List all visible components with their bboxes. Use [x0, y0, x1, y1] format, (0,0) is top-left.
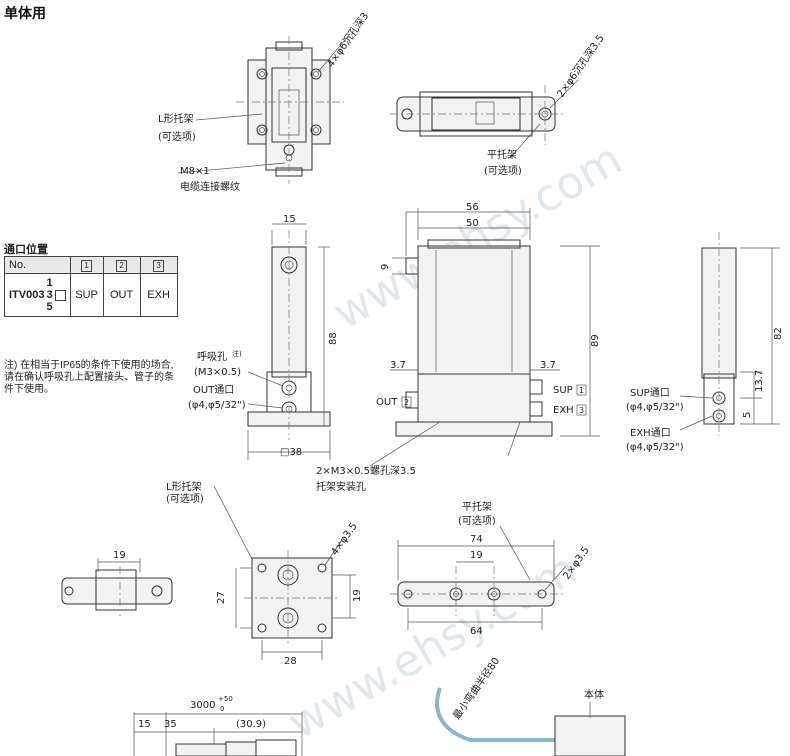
front-overall-width: 56: [466, 202, 479, 213]
front-left-margin: 3.7: [390, 360, 406, 371]
top-right-view: [390, 79, 579, 145]
breath-hole-note: 注): [232, 349, 242, 358]
out-no-box: [401, 396, 412, 408]
ip65-note: 注) 在相当于IP65的条件下使用的场合, 请在确认呼吸孔上配置接头、管子的条件…: [4, 360, 174, 395]
flat-bracket-bottom-dim: 64: [470, 626, 483, 637]
flat-bracket-top: [390, 540, 567, 630]
l-bracket-width: 28: [284, 656, 297, 667]
top-front-hole-callout: 4×φ6沉孔深3: [324, 10, 371, 70]
front-body-width: 50: [466, 218, 479, 229]
flat-bracket-overall: 74: [470, 534, 483, 545]
right-view: [679, 232, 780, 436]
port-table-model-cell: ITV003 1 3 5: [4, 273, 71, 317]
top-front-view: [236, 33, 351, 184]
l-bracket-side-dim: 19: [113, 550, 126, 561]
side-height-dim: 88: [328, 332, 339, 345]
port-table-header-3: 3: [153, 259, 165, 272]
out-no: 2: [404, 398, 409, 407]
cable-bend-radius: 最小弯曲半径80: [450, 655, 502, 722]
front-view: [369, 208, 600, 467]
l-bracket-optional: (可选项): [158, 130, 196, 143]
port-table-header-1: 1: [81, 259, 93, 272]
cable-tol-lower: 0: [220, 705, 224, 713]
port-table-exh: EXH: [139, 273, 178, 317]
right-height: 82: [773, 327, 784, 340]
side-base-dim: □38: [280, 447, 302, 458]
port-table-suffix-1: 1: [46, 277, 53, 289]
sup-label: SUP: [553, 385, 573, 396]
mount-desc: 托架安装孔: [316, 480, 366, 493]
port-table-sup: SUP: [69, 273, 104, 317]
sup-port-size: (φ4,φ5/32"): [626, 402, 684, 413]
flat-bracket-bottom-label: 平托架: [462, 500, 492, 513]
port-table-suffix-5: 5: [46, 301, 53, 313]
exh-port-size: (φ4,φ5/32"): [626, 442, 684, 453]
exh-label: EXH: [553, 405, 574, 416]
thread-desc: 电缆连接螺纹: [180, 180, 240, 193]
port-table-suffix-3: 3: [46, 289, 53, 301]
cable-tol-upper: +50: [218, 695, 233, 703]
out-port-label: OUT通口: [193, 384, 234, 396]
out-port-size: (φ4,φ5/32"): [188, 400, 246, 411]
sup-no: 1: [579, 386, 584, 395]
cable-d3: (30.9): [236, 719, 266, 730]
thread-label: M8×1: [180, 166, 210, 177]
l-bracket-bottom-optional: (可选项): [166, 492, 204, 505]
flat-bracket-label: 平托架: [487, 148, 517, 161]
l-bracket-holes: 4×φ3.5: [329, 521, 359, 558]
side-view: [247, 223, 331, 460]
port-table-header-no: No.: [4, 256, 71, 274]
l-bracket-label: L形托架: [158, 112, 194, 125]
flat-bracket-pitch: 19: [470, 550, 483, 561]
breath-hole-thread: (M3×0.5): [194, 367, 241, 378]
out-label: OUT: [376, 397, 398, 408]
port-table-model-box: [54, 289, 66, 301]
cable-body-label: 本体: [584, 688, 604, 701]
front-height: 89: [590, 334, 601, 347]
side-width-dim: 15: [283, 214, 296, 225]
exh-no: 3: [579, 406, 584, 415]
l-bracket-top: [235, 539, 356, 660]
right-dim1: 13.7: [754, 370, 765, 392]
top-right-hole-callout: 2×φ6沉孔深3.5: [554, 32, 607, 100]
mount-holes: 2×M3×0.5螺孔深3.5: [316, 465, 416, 477]
right-dim2: 5: [742, 412, 753, 418]
port-table-model: ITV003: [9, 289, 45, 301]
port-table: No. 1 2 3 ITV003 1 3 5 SUP OUT EXH: [4, 256, 178, 317]
port-table-header-2: 2: [116, 259, 128, 272]
cable-length: 3000: [190, 700, 215, 711]
l-bracket-height: 27: [216, 591, 227, 604]
l-bracket-height2: 19: [352, 589, 363, 602]
sup-no-box: [576, 384, 587, 396]
cable-d2: 35: [164, 719, 177, 730]
front-right-margin: 3.7: [540, 360, 556, 371]
page-title: 单体用: [4, 5, 46, 22]
front-offset: 9: [380, 264, 391, 270]
sup-port-label: SUP通口: [630, 387, 670, 399]
l-bracket-side: [61, 558, 173, 616]
exh-port-label: EXH通口: [630, 427, 671, 439]
port-table-title: 通口位置: [4, 244, 48, 256]
l-bracket-bottom-label: L形托架: [166, 480, 202, 493]
port-table-out: OUT: [102, 273, 141, 317]
exh-no-box: [576, 404, 587, 416]
breath-hole-label: 呼吸孔: [197, 351, 227, 363]
cable-d1: 15: [138, 719, 151, 730]
flat-bracket-optional: (可选项): [484, 164, 522, 177]
cable-drawing: [133, 687, 626, 756]
flat-bracket-bottom-optional: (可选项): [458, 514, 496, 527]
